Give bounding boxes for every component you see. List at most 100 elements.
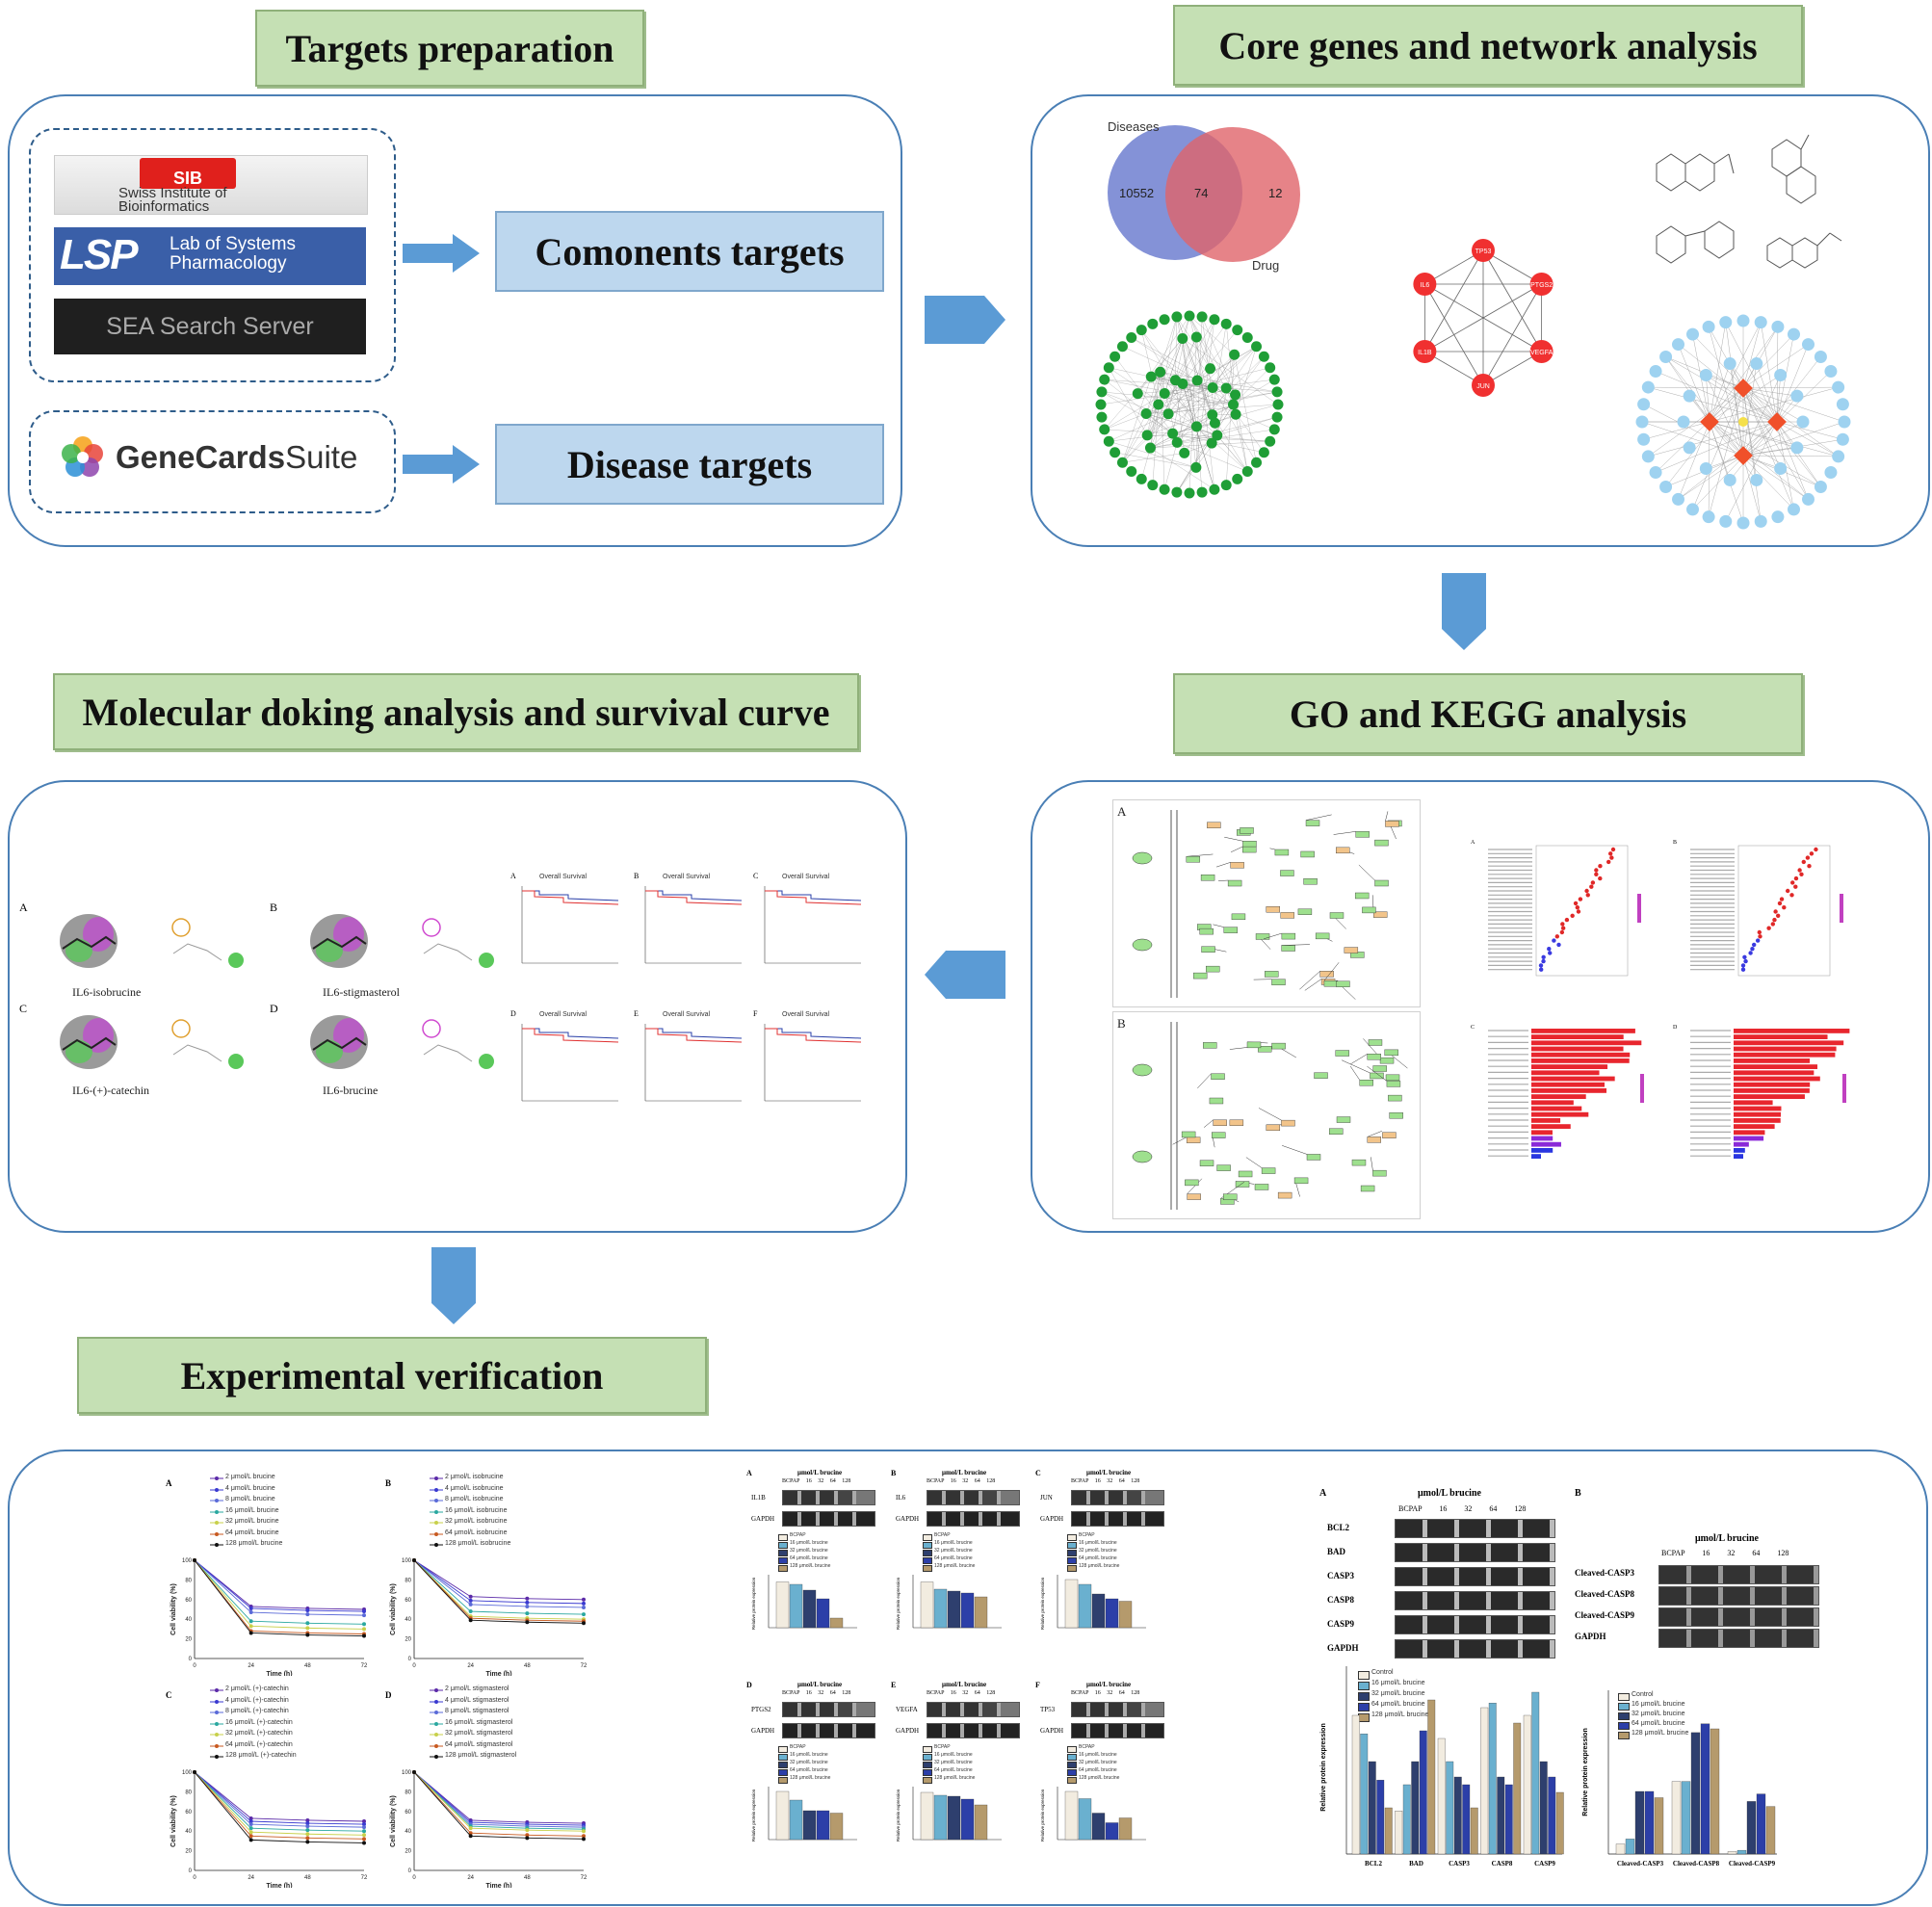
pathway-edge bbox=[1172, 1136, 1188, 1145]
y-tick-label: 100 bbox=[402, 1770, 412, 1776]
ppi-node bbox=[1268, 424, 1280, 435]
title-experimental: Experimental verification bbox=[77, 1337, 707, 1414]
ppi-edge bbox=[1176, 316, 1211, 369]
receptor-node bbox=[1132, 851, 1153, 865]
pathway-gene-node bbox=[1230, 862, 1244, 869]
protein-band bbox=[1395, 1543, 1555, 1562]
viability-point bbox=[305, 1836, 310, 1841]
ppi-node bbox=[1126, 331, 1137, 343]
ct-edge bbox=[1709, 421, 1809, 500]
viability-point bbox=[525, 1828, 530, 1833]
y-tick-label: 60 bbox=[405, 1810, 411, 1816]
legend-label: 128 μmol/L brucine bbox=[790, 1563, 831, 1569]
protein-label: IL6 bbox=[896, 1494, 906, 1502]
pathway-edge bbox=[1187, 1178, 1203, 1194]
ppi-edge bbox=[1167, 315, 1190, 414]
pathway-gene-node bbox=[1388, 1094, 1402, 1102]
survival-curve-high bbox=[645, 1028, 743, 1043]
ppi-node bbox=[1155, 366, 1166, 378]
term-bar bbox=[1734, 1040, 1844, 1046]
viability-legend-item: 128 μmol/L isobrucine bbox=[445, 1540, 511, 1547]
go-bar-plot-d: D bbox=[1673, 1025, 1850, 1159]
ct-edge bbox=[1665, 356, 1744, 457]
viability-letter: B bbox=[385, 1478, 392, 1488]
kegg-letter-b: B bbox=[1117, 1016, 1126, 1031]
legend-label: BCPAP bbox=[934, 1744, 951, 1750]
legend-label: 64 μmol/L brucine bbox=[1079, 1767, 1117, 1773]
legend-swatch bbox=[1358, 1692, 1370, 1701]
docking-image bbox=[310, 1015, 494, 1069]
ppi-node bbox=[1171, 436, 1183, 448]
legend-label: 64 μmol/L brucine bbox=[790, 1555, 828, 1561]
ct-edge bbox=[1709, 421, 1797, 449]
ppi-edge bbox=[1177, 442, 1248, 472]
legend-swatch bbox=[430, 1531, 443, 1536]
ppi-node bbox=[1110, 447, 1121, 458]
legend-label: 128 μmol/L brucine bbox=[934, 1563, 976, 1569]
term-bar bbox=[1531, 1046, 1624, 1052]
hydrophobic-patch bbox=[316, 939, 343, 962]
pathway-gene-node bbox=[1344, 947, 1359, 954]
pathway-edge bbox=[1264, 932, 1282, 940]
target-node bbox=[1824, 365, 1838, 378]
expression-bar bbox=[1555, 1791, 1564, 1855]
pathway-edge bbox=[1371, 1157, 1373, 1171]
expression-chart: Relative protein expression bbox=[1040, 1575, 1146, 1630]
target-node bbox=[1814, 351, 1827, 364]
x-tick-label: 0 bbox=[412, 1875, 416, 1881]
lane-labels: BCPAP 16 32 64 128 bbox=[927, 1478, 996, 1484]
hydrophobic-patch bbox=[65, 1040, 92, 1063]
ppi-node bbox=[1265, 362, 1276, 374]
component-databases-group bbox=[29, 128, 396, 382]
panel-letter: C bbox=[1035, 1469, 1041, 1477]
ppi-node bbox=[1220, 382, 1232, 394]
viability-point bbox=[362, 1613, 366, 1618]
lane-labels: BCPAP 16 32 64 128 bbox=[1071, 1478, 1140, 1484]
ct-edge bbox=[1641, 421, 1744, 457]
term-bar bbox=[1734, 1100, 1773, 1106]
gapdh-band bbox=[927, 1511, 1020, 1527]
legend-label: 128 μmol/L brucine bbox=[1371, 1711, 1429, 1718]
term-bar bbox=[1531, 1058, 1630, 1063]
color-scale bbox=[1637, 894, 1641, 923]
title-targets-preparation: Targets preparation bbox=[255, 10, 644, 87]
kegg-letter-a: A bbox=[1117, 804, 1127, 819]
docking-complex-name: IL6-stigmasterol bbox=[323, 985, 400, 999]
y-tick-label: 80 bbox=[185, 1789, 192, 1795]
legend-marker bbox=[434, 1721, 438, 1726]
x-group-label: CASP8 bbox=[1492, 1860, 1513, 1868]
legend-label: BCPAP bbox=[790, 1532, 806, 1538]
viability-series-line bbox=[413, 1559, 585, 1620]
ct-edge bbox=[1742, 387, 1797, 397]
target-node bbox=[1723, 357, 1736, 371]
legend-label: 16 μmol/L brucine bbox=[1079, 1540, 1117, 1546]
pathway-gene-node bbox=[1384, 1049, 1398, 1057]
pathway-gene-node bbox=[1351, 1159, 1367, 1166]
ppi-node bbox=[1196, 311, 1208, 323]
ppi-edge bbox=[1160, 372, 1278, 393]
expression-bar bbox=[1681, 1781, 1691, 1855]
viability-legend-item: 128 μmol/L stigmasterol bbox=[445, 1752, 517, 1759]
y-axis-label: Cell viability (%) bbox=[170, 1583, 177, 1635]
ppi-node bbox=[1241, 466, 1253, 478]
ppi-edge bbox=[1146, 319, 1215, 435]
target-node bbox=[1702, 320, 1715, 333]
viability-point bbox=[582, 1605, 586, 1609]
expression-bar bbox=[1411, 1761, 1420, 1855]
pathway-gene-node bbox=[1297, 908, 1313, 915]
viability-point bbox=[248, 1610, 253, 1615]
2d-ligand bbox=[172, 943, 222, 961]
pathway-gene-node bbox=[1355, 831, 1370, 838]
pathway-edge bbox=[1304, 979, 1322, 991]
ligand bbox=[62, 1036, 117, 1051]
target-node bbox=[1771, 320, 1785, 333]
expression-bar bbox=[960, 1592, 975, 1629]
ppi-edge bbox=[1175, 316, 1178, 380]
legend-swatch bbox=[430, 1476, 443, 1480]
lsp-line-1: Lab of Systems bbox=[170, 234, 296, 254]
